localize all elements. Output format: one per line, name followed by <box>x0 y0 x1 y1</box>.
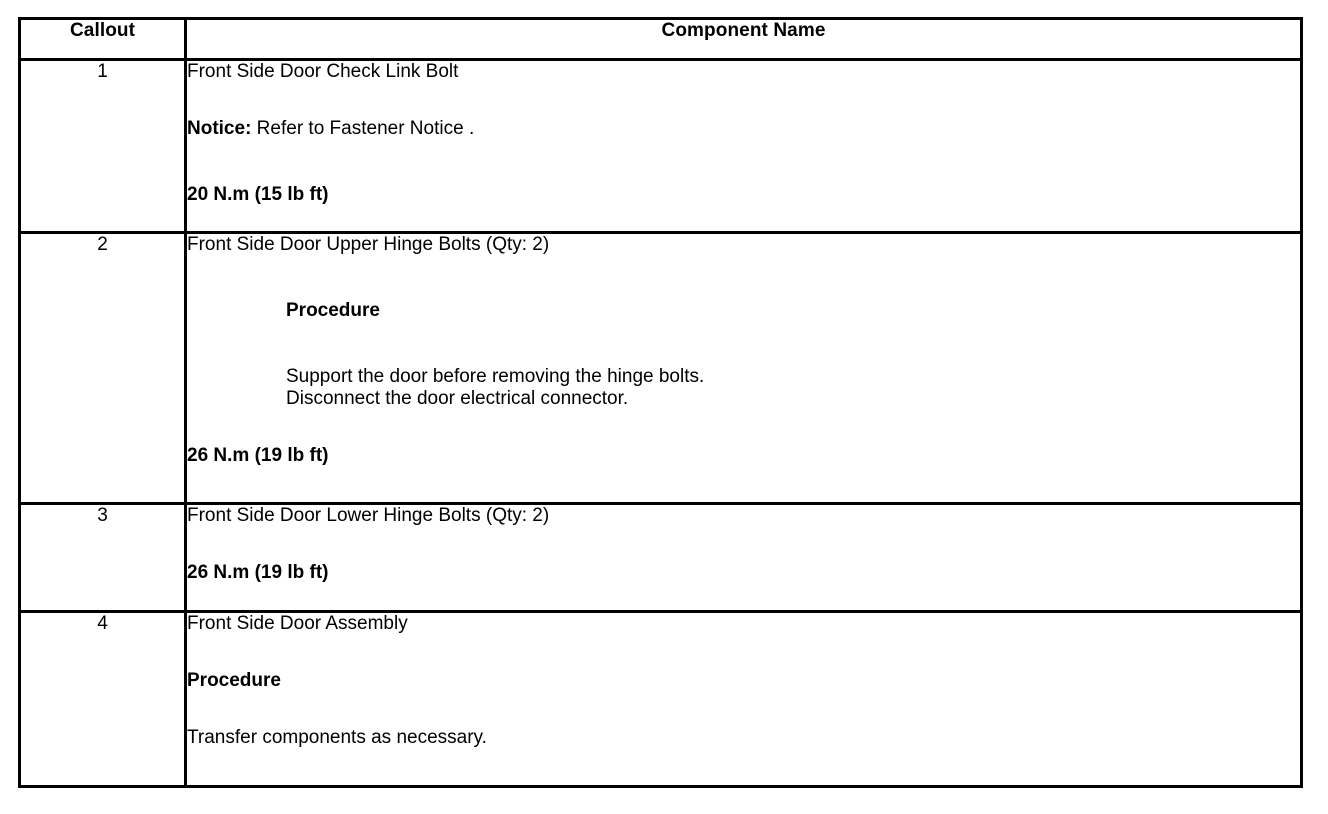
table-header: Callout Component Name <box>18 17 1303 61</box>
torque-specification: 20 N.m (15 lb ft) <box>187 184 329 205</box>
component-title: Front Side Door Check Link Bolt <box>187 61 459 82</box>
notice-text: Refer to Fastener Notice . <box>251 118 475 139</box>
spacer <box>187 692 1300 727</box>
table-row: 4 Front Side Door Assembly Procedure Tra… <box>18 610 1303 788</box>
procedure-step: Transfer components as necessary. <box>187 727 487 748</box>
component-title: Front Side Door Assembly <box>187 613 408 634</box>
spacer <box>187 322 1300 366</box>
callout-number: 4 <box>18 610 187 788</box>
table-row: 2 Front Side Door Upper Hinge Bolts (Qty… <box>18 231 1303 505</box>
torque-specification: 26 N.m (19 lb ft) <box>187 445 329 466</box>
component-title: Front Side Door Lower Hinge Bolts (Qty: … <box>187 505 550 526</box>
spacer <box>187 527 1300 562</box>
column-header-callout: Callout <box>18 17 187 61</box>
component-description: Front Side Door Upper Hinge Bolts (Qty: … <box>184 231 1303 505</box>
spacer <box>187 140 1300 184</box>
procedure-step: Disconnect the door electrical connector… <box>286 388 629 409</box>
component-callout-table: Callout Component Name 1 Front Side Door… <box>18 17 1303 788</box>
spacer <box>187 256 1300 300</box>
component-description: Front Side Door Assembly Procedure Trans… <box>184 610 1303 788</box>
notice-line: Notice: Refer to Fastener Notice . <box>187 118 1300 140</box>
torque-specification: 26 N.m (19 lb ft) <box>187 562 329 583</box>
spacer <box>187 410 1300 445</box>
notice-label: Notice: <box>187 118 252 139</box>
table-header-row: Callout Component Name <box>18 17 1303 61</box>
table-row: 3 Front Side Door Lower Hinge Bolts (Qty… <box>18 502 1303 613</box>
procedure-heading: Procedure <box>286 300 380 321</box>
callout-number: 2 <box>18 231 187 505</box>
callout-number: 1 <box>18 58 187 234</box>
column-header-component-name: Component Name <box>184 17 1303 61</box>
table-row: 1 Front Side Door Check Link Bolt Notice… <box>18 58 1303 234</box>
procedure-heading: Procedure <box>187 670 281 691</box>
spacer <box>187 83 1300 118</box>
callout-number: 3 <box>18 502 187 613</box>
procedure-step: Support the door before removing the hin… <box>286 366 705 387</box>
component-title: Front Side Door Upper Hinge Bolts (Qty: … <box>187 234 550 255</box>
spacer <box>187 635 1300 670</box>
component-description: Front Side Door Check Link Bolt Notice: … <box>184 58 1303 234</box>
component-description: Front Side Door Lower Hinge Bolts (Qty: … <box>184 502 1303 613</box>
table-body: 1 Front Side Door Check Link Bolt Notice… <box>18 58 1303 788</box>
